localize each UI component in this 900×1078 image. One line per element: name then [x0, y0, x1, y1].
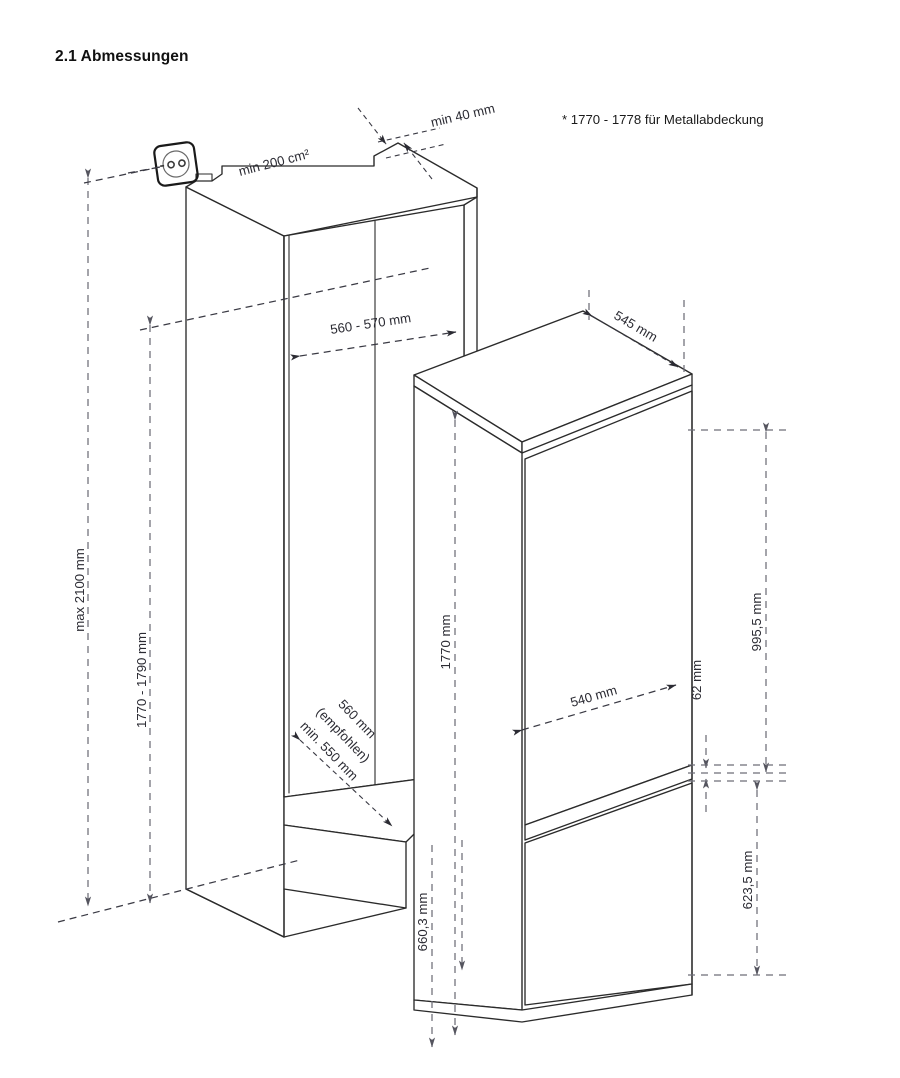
page-title: 2.1 Abmessungen — [55, 48, 189, 65]
dim-niche-width-line — [290, 330, 457, 361]
dim-label-total-depth: 660,3 mm — [415, 893, 430, 952]
dim-label-niche-height: 1770 - 1790 mm — [134, 632, 149, 728]
dim-min40-arrow-upper — [357, 107, 387, 145]
dim-appliance-total-depth: 660,3 mm — [415, 840, 466, 1048]
dim-max-height-ext-bottom — [57, 859, 301, 923]
dim-niche-height-ext-top — [139, 267, 431, 331]
dim-niche-height: 1770 - 1790 mm — [134, 267, 431, 904]
footnote-metal-cover: * 1770 - 1778 für Metallabdeckung — [562, 112, 764, 127]
dim-max-height-ext-top — [83, 166, 161, 184]
power-socket-icon — [153, 141, 199, 187]
dim-label-door-gap: 62 mm — [689, 660, 704, 700]
dim-fridge-compartment-height: 995,5 mm — [688, 422, 790, 774]
dim-door-gap: 62 mm — [688, 660, 790, 812]
dim-label-fridge-compartment: 995,5 mm — [749, 593, 764, 652]
dim-appliance-height: 1770 mm — [438, 410, 459, 1036]
dim-540-line — [512, 684, 677, 736]
niche-top-notch-left — [195, 173, 213, 182]
dim-label-appliance-height: 1770 mm — [438, 615, 453, 670]
dim-min40-leader-2 — [385, 143, 447, 159]
dim-niche-depth-line — [290, 731, 393, 827]
dim-min40-leader-1 — [377, 127, 441, 143]
dim-min40-arrow-lower — [403, 142, 433, 180]
dim-label-max-height: max 2100 mm — [72, 548, 87, 632]
fridge-upper-door — [524, 390, 693, 826]
dim-freezer-compartment-height: 623,5 mm — [688, 780, 790, 976]
dim-label-freezer-compartment: 623,5 mm — [740, 851, 755, 910]
fridge-left-side-panel — [413, 385, 523, 1011]
dim-label-top-clearance: min 40 mm — [429, 101, 496, 130]
refrigerator-unit — [413, 310, 693, 1023]
dim-max-height: max 2100 mm — [57, 166, 301, 923]
dim-545-line — [582, 308, 679, 368]
niche-left-outer-panel — [185, 186, 285, 938]
